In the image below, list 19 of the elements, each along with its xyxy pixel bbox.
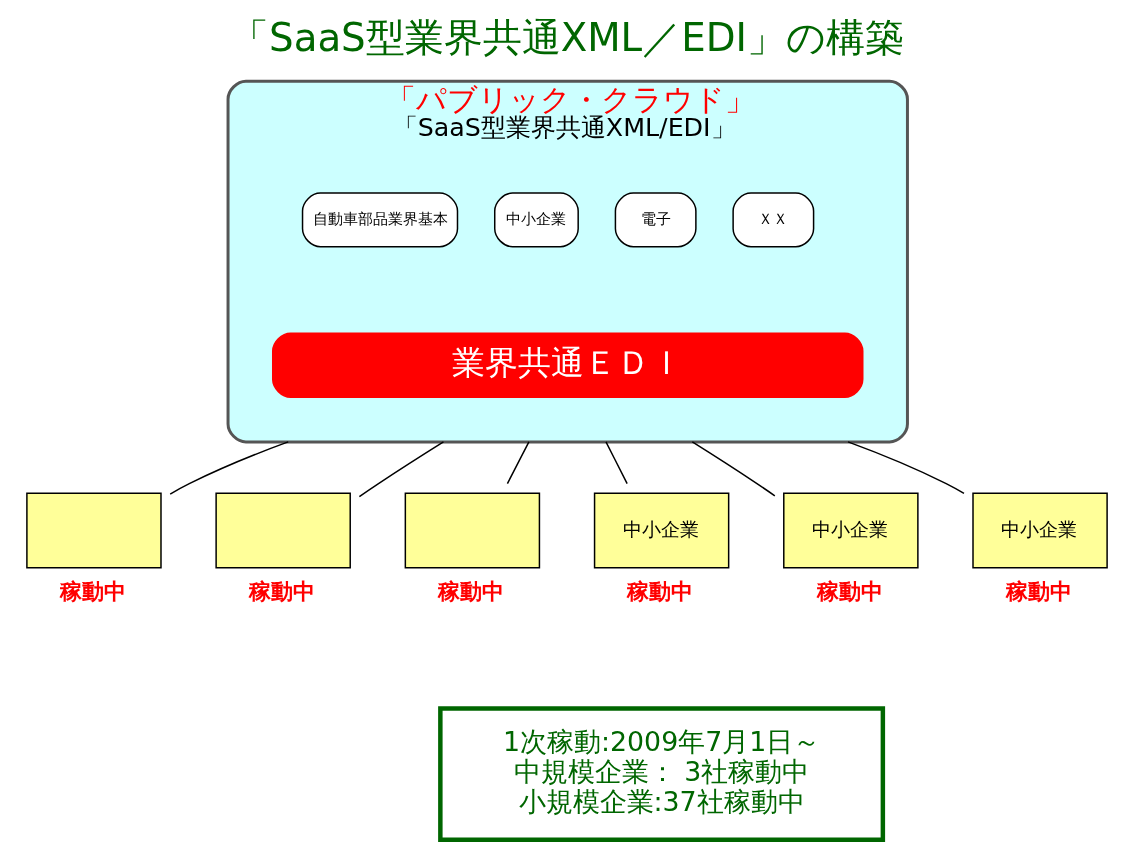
connector	[506, 441, 530, 485]
node-label: 稼動中	[1005, 578, 1072, 605]
node-box: 中小企業	[494, 192, 579, 248]
connector	[847, 441, 965, 495]
node-box: 自動車部品業界基本	[301, 192, 459, 248]
node-label: 稼動中	[59, 578, 126, 605]
node-label: 稼動中	[627, 578, 694, 605]
connector	[605, 441, 628, 485]
connector	[169, 441, 289, 495]
node-box: 業界共通ＥＤＩ	[272, 332, 864, 398]
connector	[691, 441, 776, 497]
node-label: 稼動中	[248, 578, 315, 605]
connector	[358, 441, 445, 498]
node-box: ＸＸ	[732, 192, 815, 248]
node-label: 稼動中	[816, 578, 883, 605]
node-label: 稼動中	[438, 578, 505, 605]
diagram-title: 「SaaS型業界共通XML／EDI」の構築	[230, 15, 904, 61]
node-box: 1次稼動:2009年7月1日～ 中規模企業： 3社稼動中 小規模企業:37社稼動中	[438, 706, 886, 842]
node-box: 電子	[614, 192, 697, 248]
